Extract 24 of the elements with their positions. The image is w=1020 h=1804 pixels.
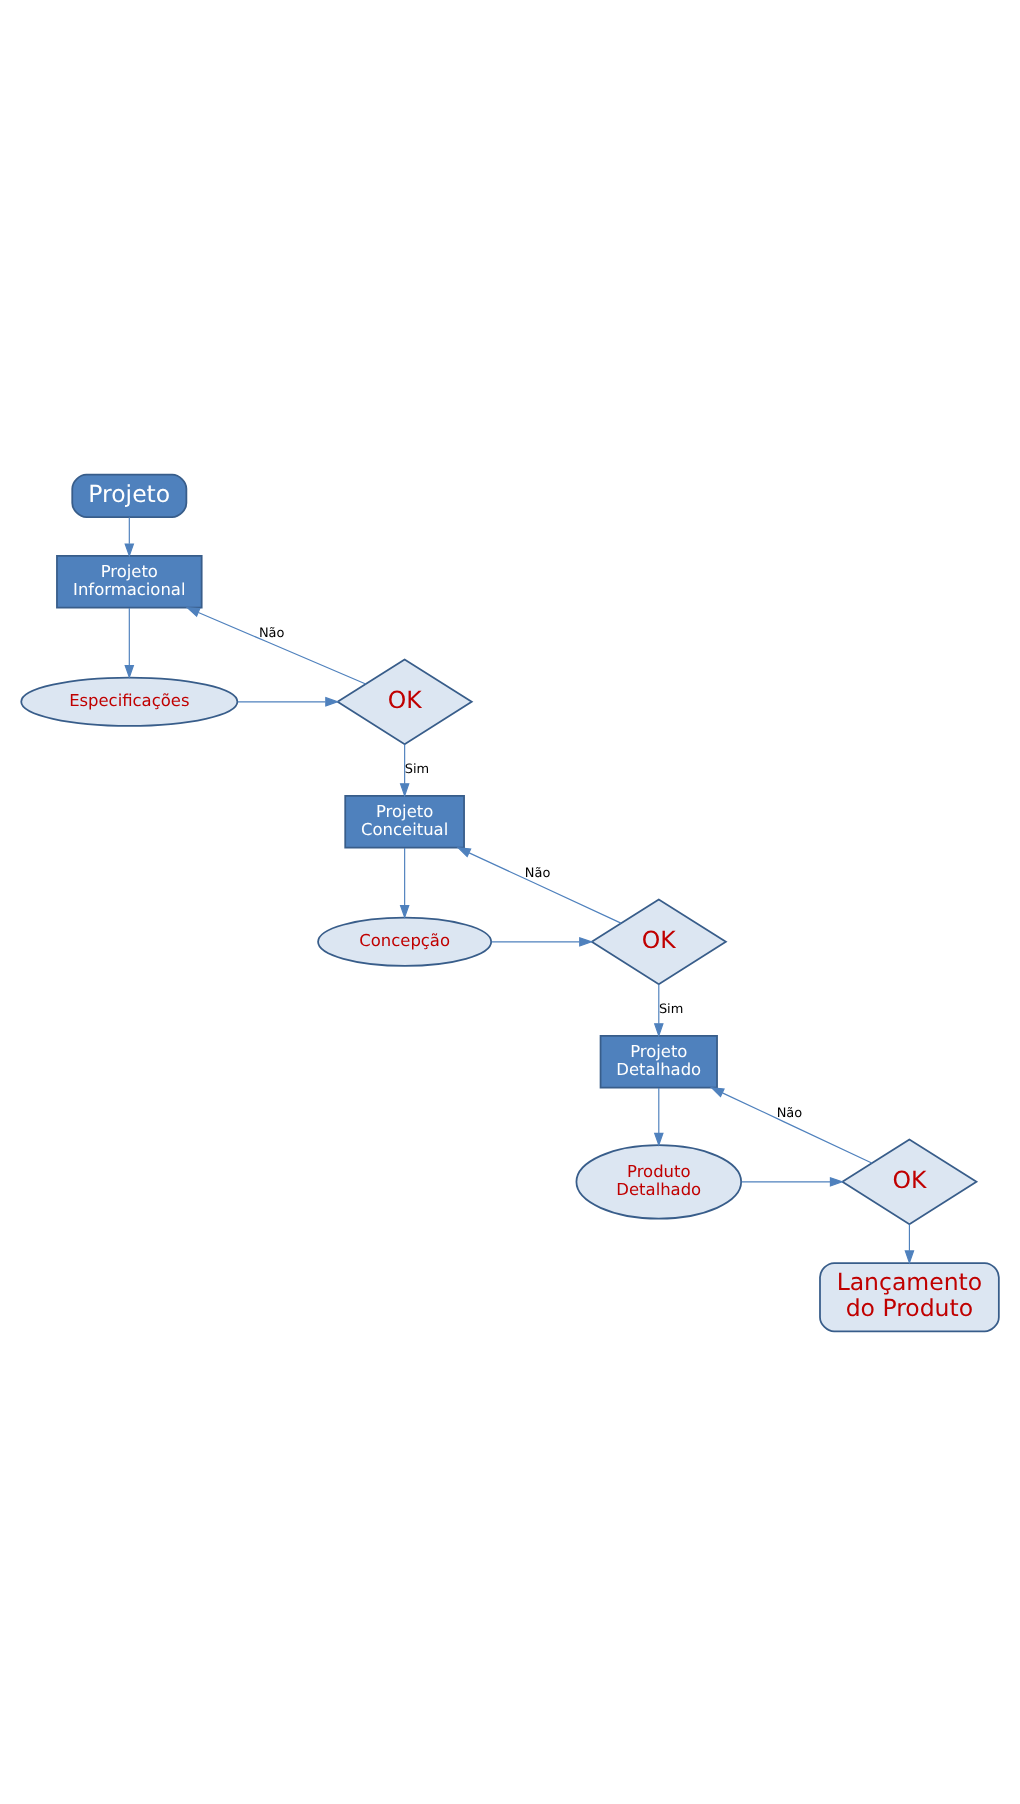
- arrow: [904, 1222, 915, 1264]
- arrow: [653, 1086, 664, 1146]
- node-ellipse: Produto Detalhado: [575, 1143, 743, 1219]
- arrow: [399, 742, 410, 797]
- arrow: [124, 515, 135, 557]
- node-box: Projeto: [71, 472, 188, 517]
- arrow: [124, 606, 135, 679]
- arrow: [490, 935, 594, 946]
- node-box: Projeto Detalhado: [599, 1034, 718, 1088]
- node-diamond: OK: [590, 897, 728, 985]
- arrow: [399, 846, 410, 919]
- arrow: [456, 846, 622, 923]
- node-box: Projeto Informacional: [56, 554, 203, 608]
- node-diamond: OK: [840, 1137, 979, 1225]
- arrow: [653, 982, 664, 1037]
- arrow: [740, 1175, 844, 1186]
- node-ellipse: Concepção: [317, 915, 493, 966]
- node-box: Projeto Conceitual: [344, 794, 465, 848]
- arrow: [710, 1086, 873, 1163]
- arrow: [185, 606, 367, 684]
- node-ellipse: Especificações: [20, 675, 239, 726]
- node-box: Lançamento do Produto: [819, 1261, 1000, 1332]
- arrow: [237, 695, 340, 706]
- node-diamond: OK: [335, 657, 474, 745]
